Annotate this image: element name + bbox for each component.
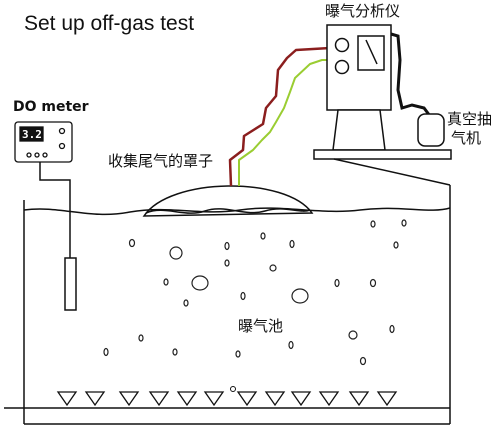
do-probe-cable	[39, 162, 71, 258]
bubble	[235, 350, 241, 358]
bubble	[260, 232, 266, 240]
gauge-needle	[365, 39, 378, 65]
bubble	[103, 347, 109, 357]
platform-top	[313, 149, 452, 160]
bubble-at-diffuser	[230, 386, 236, 392]
tank-label: 曝气池	[238, 317, 283, 335]
do-meter-button	[58, 142, 66, 150]
bubble	[389, 324, 395, 334]
do-meter-reading: 3.2	[22, 128, 42, 141]
analyzer-label: 曝气分析仪	[325, 2, 400, 20]
vacuum-pump	[417, 113, 445, 147]
diagram-title: Set up off-gas test	[24, 12, 194, 35]
off-gas-hood	[142, 185, 314, 217]
pump-cable	[390, 32, 432, 117]
pump-label-line2: 气机	[451, 129, 481, 147]
diffuser-7	[236, 391, 258, 407]
bubble	[291, 288, 309, 304]
bubble	[240, 291, 246, 301]
diffuser-12	[376, 391, 398, 407]
bubble	[224, 241, 230, 251]
analyzer-gauge	[357, 35, 385, 71]
platform	[313, 149, 452, 186]
diffuser-9	[290, 391, 312, 407]
green-gas-tube	[238, 59, 330, 186]
bubble	[172, 348, 178, 356]
platform-brace	[333, 158, 451, 186]
diffuser-11	[348, 391, 370, 407]
do-meter-button	[42, 152, 48, 158]
bubble	[348, 330, 358, 340]
hood-dome	[142, 185, 314, 217]
bubble	[334, 278, 340, 288]
diffuser-6	[203, 391, 225, 407]
diffuser-10	[318, 391, 340, 407]
bubble	[269, 264, 277, 272]
bubble	[370, 220, 376, 228]
bubble	[401, 219, 407, 227]
bubbles	[103, 219, 407, 366]
diffusers	[56, 391, 398, 407]
bubble	[183, 299, 189, 307]
do-meter	[14, 121, 73, 163]
hood-inner-wave	[145, 208, 311, 214]
bubble	[393, 241, 399, 249]
analyzer-knob-top	[334, 37, 350, 53]
hood-label: 收集尾气的罩子	[108, 152, 213, 170]
analyzer-stand	[332, 109, 386, 151]
do-meter-label: DO meter	[13, 99, 89, 115]
bubble	[288, 340, 294, 350]
bubble	[359, 356, 367, 366]
do-meter-button	[34, 152, 40, 158]
diffuser-4	[148, 391, 170, 407]
analyzer-knob-bottom	[334, 59, 350, 75]
diffuser-3	[118, 391, 140, 407]
red-gas-tube	[228, 46, 331, 187]
aeration-tank	[4, 185, 451, 425]
bubble	[138, 334, 144, 342]
bubble	[289, 239, 295, 249]
bubble	[163, 278, 169, 286]
do-meter-button	[58, 127, 66, 135]
bubble	[128, 238, 136, 248]
diffuser-5	[176, 391, 198, 407]
off-gas-analyzer	[326, 24, 392, 151]
bubble	[169, 246, 183, 260]
do-probe	[64, 257, 77, 311]
diffuser-2	[84, 391, 106, 407]
pump-label-line1: 真空抽	[447, 110, 491, 128]
water-surface	[23, 207, 451, 216]
bubble	[369, 278, 377, 288]
diffuser-1	[56, 391, 78, 407]
bubble	[191, 275, 209, 291]
do-meter-display	[19, 126, 44, 142]
diffuser-8	[264, 391, 286, 407]
bubble	[224, 259, 230, 267]
do-meter-button	[26, 152, 32, 158]
